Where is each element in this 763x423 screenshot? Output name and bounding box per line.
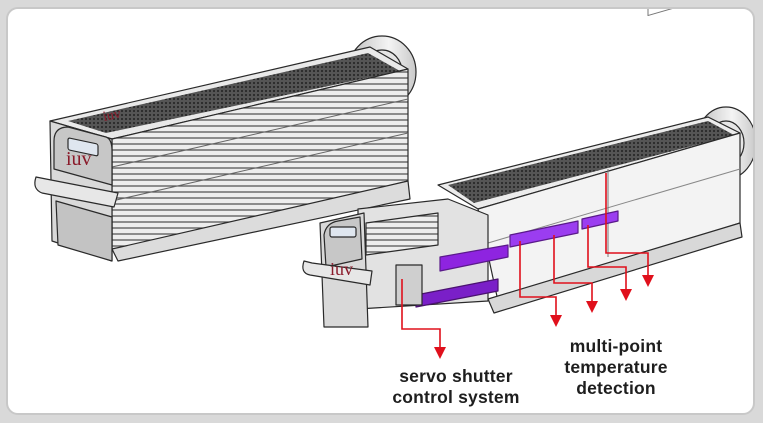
lamp-closed-control-panel (67, 137, 99, 157)
label-servo-line1: servo shutter (399, 366, 513, 386)
arrow-servo (401, 279, 446, 359)
arrow-temp-1 (519, 241, 562, 327)
led-strip-2 (509, 220, 579, 248)
lamp-closed: iuv iuv (34, 35, 417, 262)
lamp-closed-bottom-rail (111, 180, 411, 262)
label-temp-line3: detection (576, 378, 656, 398)
label-temp-line1: multi-point (569, 336, 663, 356)
led-strip-1 (439, 244, 509, 272)
lamp-opened: iuv (302, 9, 753, 328)
logo-opened: iuv (330, 259, 353, 279)
uv-lamp-illustration: iuv iuv iuv (34, 9, 753, 359)
label-temperature-detection: multi-point temperature detection (550, 336, 682, 399)
lamp-opened-bottom-rail (487, 222, 743, 314)
diagram-frame: iuv iuv iuv (6, 7, 755, 415)
lamp-opened-control-panel (329, 226, 357, 238)
label-servo-shutter: servo shutter control system (376, 366, 536, 408)
logo-front: iuv (66, 148, 92, 170)
arrow-temp-3 (587, 225, 632, 301)
arrow-temp-4 (605, 173, 654, 287)
lamp-closed-handle (34, 176, 119, 208)
label-temp-line2: temperature (564, 357, 668, 377)
label-servo-line2: control system (392, 387, 520, 407)
logo-back: iuv (102, 107, 123, 125)
lamp-opened-handle (302, 260, 373, 286)
arrow-temp-2 (553, 235, 598, 313)
servo-gear (395, 264, 423, 306)
callout-arrows (401, 173, 654, 359)
